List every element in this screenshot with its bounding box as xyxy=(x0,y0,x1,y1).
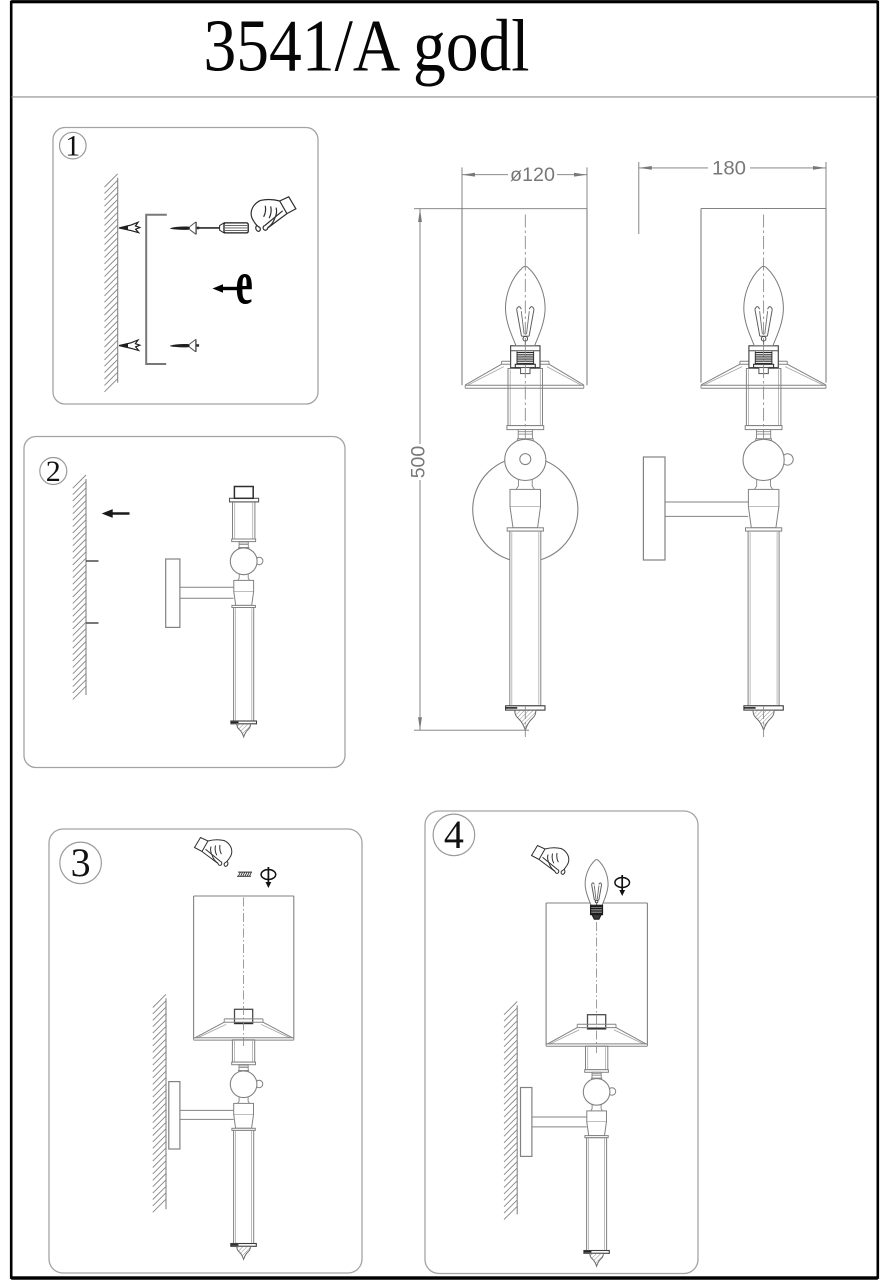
svg-text:180: 180 xyxy=(712,157,746,179)
svg-text:2: 2 xyxy=(46,455,61,488)
svg-text:1: 1 xyxy=(65,129,80,162)
svg-text:500: 500 xyxy=(407,446,429,479)
svg-text:ø120: ø120 xyxy=(510,164,555,186)
svg-text:4: 4 xyxy=(444,812,464,857)
svg-text:e: e xyxy=(235,249,252,317)
svg-text:3541/A godl: 3541/A godl xyxy=(204,6,530,88)
svg-text:3: 3 xyxy=(71,840,91,885)
